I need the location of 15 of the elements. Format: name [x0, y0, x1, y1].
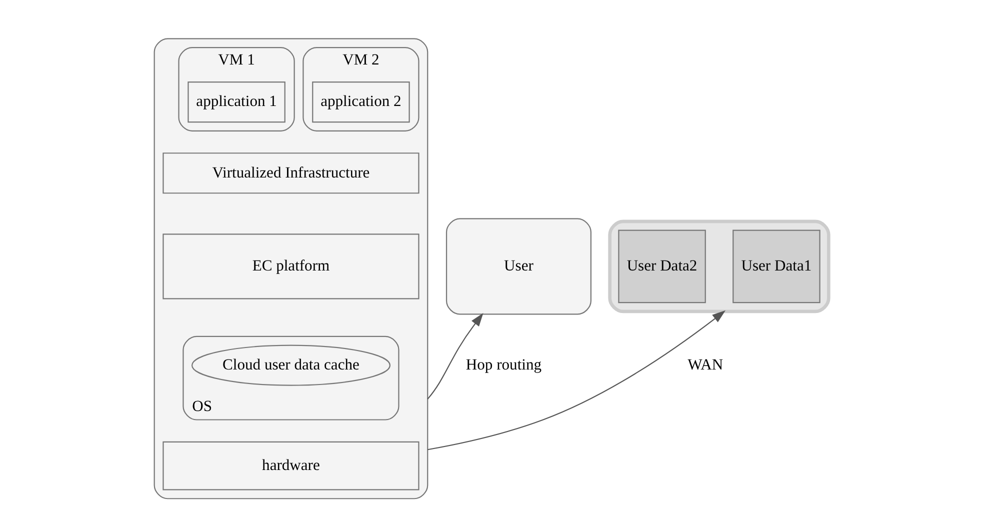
- node-box: EC platform: [162, 234, 419, 300]
- node-box: User Data2: [618, 230, 706, 304]
- node-box: Virtualized Infrastructure: [162, 152, 419, 194]
- edge-label: Hop routing: [465, 356, 542, 374]
- arrow: [427, 310, 726, 450]
- cluster: [153, 38, 428, 500]
- node-box: application 2: [312, 81, 410, 123]
- cluster: [608, 220, 830, 314]
- node-ellipse: Cloud user data cache: [190, 344, 390, 386]
- arrow: [426, 313, 483, 400]
- node-box: User: [445, 218, 591, 315]
- node-box: User Data1: [732, 230, 820, 304]
- node-box: hardware: [162, 441, 419, 490]
- edge-label: WAN: [687, 356, 723, 374]
- node-box: application 1: [187, 81, 285, 123]
